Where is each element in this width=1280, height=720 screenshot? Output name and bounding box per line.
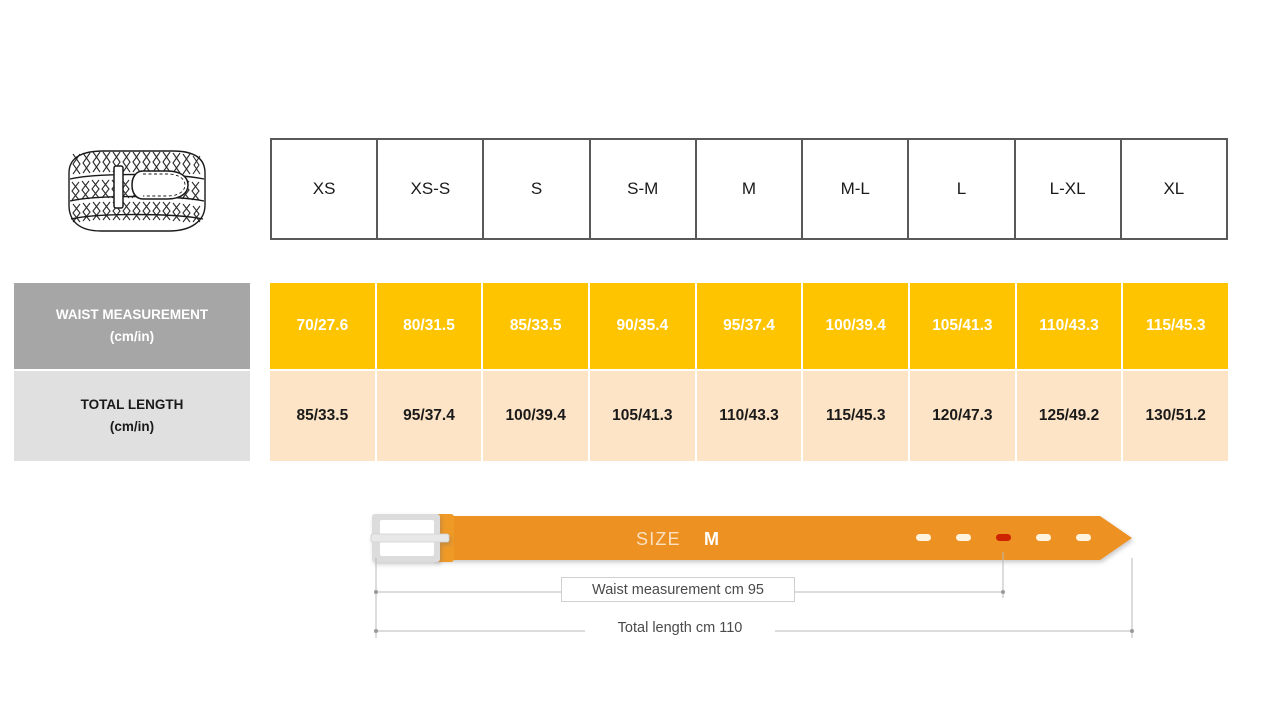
belt-size-prefix-text: SIZE <box>636 529 681 549</box>
length-value-l-xl: 125/49.2 <box>1016 371 1124 461</box>
length-value-m: 110/43.3 <box>696 371 804 461</box>
total-length-label-title: TOTAL LENGTH <box>80 396 184 412</box>
belt-hole-1 <box>916 534 931 541</box>
length-value-xs: 85/33.5 <box>270 371 377 461</box>
length-value-m-l: 115/45.3 <box>803 371 911 461</box>
length-value-xs-s: 95/37.4 <box>376 371 484 461</box>
waist-measurement-row: WAIST MEASUREMENT (cm/in) 70/27.6 80/31.… <box>14 283 1229 369</box>
length-value-l: 120/47.3 <box>910 371 1017 461</box>
waist-value-xl: 115/45.3 <box>1123 283 1229 369</box>
size-header-row: XS XS-S S S-M M M-L L L-XL XL <box>270 138 1228 240</box>
waist-dimension-label: Waist measurement cm 95 <box>561 577 795 602</box>
size-header-cell-xl: XL <box>1163 179 1185 198</box>
waist-value-xs-s: 80/31.5 <box>376 283 484 369</box>
size-header-cell-s: S <box>484 140 591 238</box>
waist-value-m-l: 100/39.4 <box>803 283 911 369</box>
waist-measurement-label-title: WAIST MEASUREMENT <box>55 306 209 322</box>
size-header-cell-l: L <box>909 140 1016 238</box>
waist-value-l: 105/41.3 <box>910 283 1017 369</box>
belt-hole-5 <box>1076 534 1091 541</box>
waist-value-l-xl: 110/43.3 <box>1016 283 1124 369</box>
size-header-cell-xs: XS <box>272 140 379 238</box>
waist-measurement-label: WAIST MEASUREMENT (cm/in) <box>14 283 250 369</box>
total-length-label: TOTAL LENGTH (cm/in) <box>14 371 250 461</box>
waist-value-xs: 70/27.6 <box>270 283 377 369</box>
belt-size-value-text: M <box>704 529 719 549</box>
waist-value-s: 85/33.5 <box>483 283 591 369</box>
size-header-cell-m: M <box>697 140 804 238</box>
belt-hole-active <box>996 534 1011 541</box>
length-value-s: 100/39.4 <box>483 371 591 461</box>
size-header-cell-s-m: S-M <box>591 140 697 238</box>
belt-hole-2 <box>956 534 971 541</box>
total-length-label-unit: (cm/in) <box>109 419 155 434</box>
length-value-s-m: 105/41.3 <box>590 371 697 461</box>
belt-buckle-icon <box>370 514 450 562</box>
waist-measurement-cells: 70/27.6 80/31.5 85/33.5 90/35.4 95/37.4 … <box>270 283 1229 369</box>
size-header-cell-xs-s: XS-S <box>378 140 485 238</box>
length-value-xl: 130/51.2 <box>1123 371 1229 461</box>
total-length-cells: 85/33.5 95/37.4 100/39.4 105/41.3 110/43… <box>270 371 1229 461</box>
waist-measurement-label-unit: (cm/in) <box>109 329 155 344</box>
size-header-cell-l-xl: L-XL <box>1016 140 1122 238</box>
waist-value-s-m: 90/35.4 <box>590 283 697 369</box>
waist-value-m: 95/37.4 <box>696 283 804 369</box>
belt-measurement-diagram: SIZE M <box>370 514 1134 638</box>
total-length-dimension-label: Total length cm 110 <box>585 617 775 639</box>
belt-strap <box>434 516 1132 560</box>
belt-hole-4 <box>1036 534 1051 541</box>
size-header-cell-m-l: M-L <box>803 140 910 238</box>
braided-belt-icon <box>68 150 206 232</box>
total-length-row: TOTAL LENGTH (cm/in) 85/33.5 95/37.4 100… <box>14 371 1229 461</box>
